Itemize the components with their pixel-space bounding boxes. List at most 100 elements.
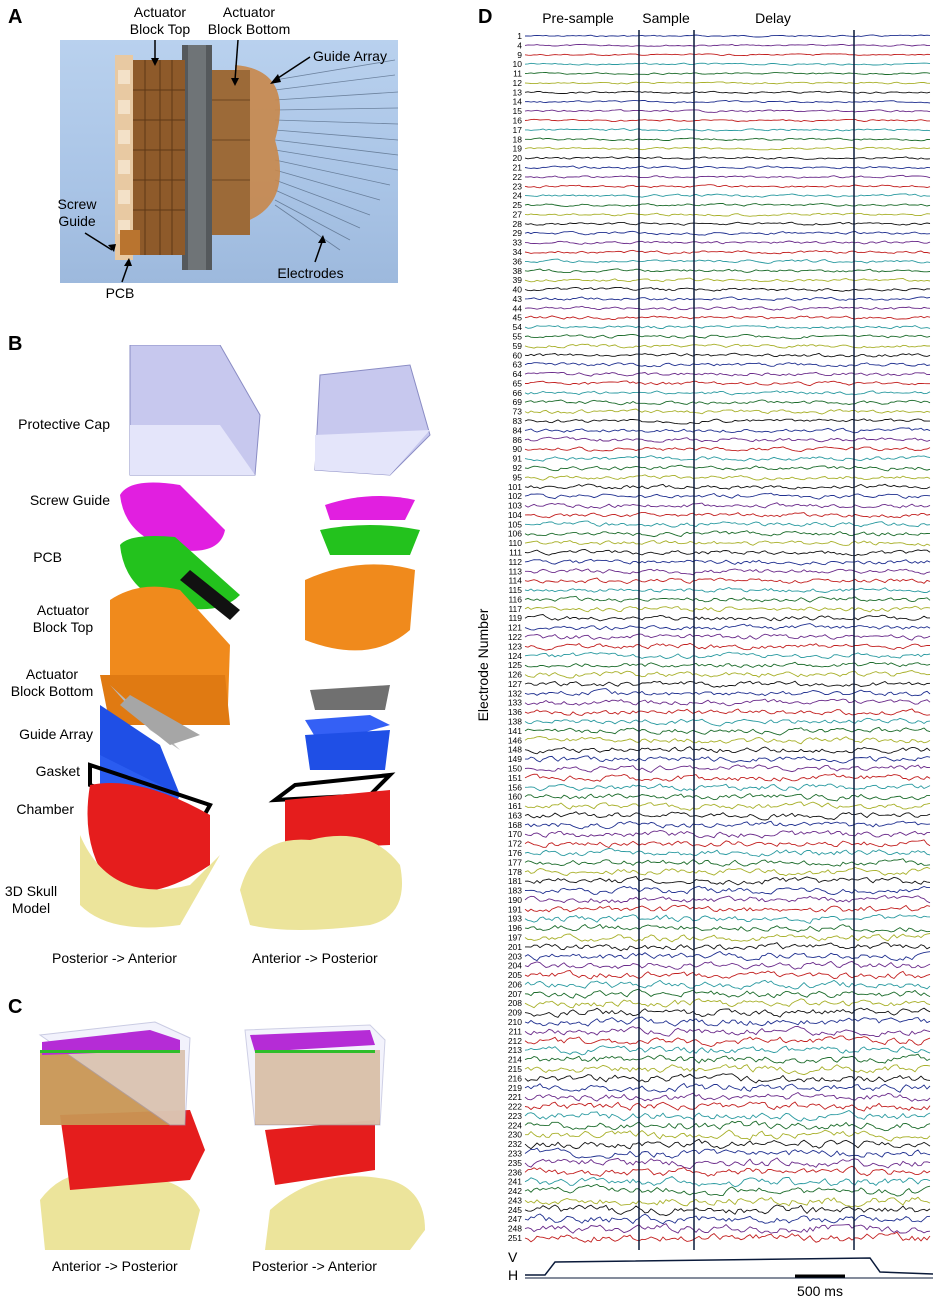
label-protective-cap: Protective Cap	[18, 416, 110, 432]
electrode-label: 224	[508, 1120, 522, 1130]
electrode-label: 183	[508, 886, 522, 896]
electrode-label: 64	[513, 369, 523, 379]
electrode-label: 161	[508, 801, 522, 811]
panel-a-arrows	[84, 39, 326, 283]
electrode-label: 66	[513, 388, 523, 398]
electrode-label: 111	[509, 547, 522, 557]
label-actuator-block-bottom-b: Actuator Block Bottom	[10, 666, 94, 699]
electrode-trace	[524, 81, 931, 85]
electrode-label: 63	[513, 360, 523, 370]
electrode-trace	[524, 1091, 931, 1102]
electrode-trace	[525, 380, 930, 387]
electrode-trace	[524, 651, 931, 659]
electrode-trace	[524, 286, 931, 292]
electrode-trace	[524, 1035, 931, 1047]
caption-c-right: Posterior -> Anterior	[252, 1258, 377, 1274]
electrode-label: 38	[513, 266, 523, 276]
electrode-label: 204	[508, 961, 522, 971]
electrode-label: 190	[508, 895, 522, 905]
electrode-label: 191	[508, 904, 522, 914]
electrode-trace	[524, 979, 931, 990]
electrode-trace	[524, 875, 931, 886]
electrode-label: 69	[513, 397, 523, 407]
electrode-label: 59	[513, 341, 523, 351]
electrode-trace	[524, 371, 931, 377]
electrode-trace	[524, 390, 931, 396]
electrode-label: 39	[513, 275, 523, 285]
electrode-trace	[524, 680, 931, 688]
electrode-trace	[524, 970, 931, 980]
electrode-trace	[524, 614, 930, 622]
electrode-trace	[524, 793, 930, 802]
electrode-trace	[525, 128, 931, 132]
electrode-trace	[524, 830, 930, 839]
electrode-trace	[525, 755, 931, 764]
electrode-label: 160	[508, 792, 522, 802]
electrode-label: 55	[513, 332, 523, 342]
electrode-trace	[524, 43, 931, 47]
panel-a-photo	[60, 40, 398, 283]
electrode-label: 23	[513, 181, 523, 191]
electrode-trace	[524, 118, 930, 123]
electrode-trace	[524, 801, 931, 811]
eye-trace-v	[525, 1257, 933, 1276]
electrode-trace	[524, 820, 931, 830]
panel-b-exploded-views	[80, 345, 431, 930]
electrode-label: 247	[508, 1214, 522, 1224]
electrode-label: 91	[513, 454, 523, 464]
electrode-trace	[524, 1184, 931, 1197]
electrode-trace	[524, 1101, 931, 1112]
electrode-label: 44	[513, 303, 523, 313]
electrode-label: 206	[508, 979, 522, 989]
electrode-label: 178	[508, 867, 522, 877]
electrode-label: 27	[513, 209, 523, 219]
electrode-label: 209	[508, 1008, 522, 1018]
electrode-trace	[524, 736, 931, 745]
electrode-trace	[524, 530, 931, 538]
electrode-trace	[524, 858, 931, 867]
electrode-label: 15	[513, 106, 523, 116]
electrode-label: 181	[508, 876, 522, 886]
electrode-trace	[524, 914, 931, 924]
electrode-trace	[524, 399, 931, 406]
electrode-label: 13	[513, 87, 523, 97]
electrode-trace	[524, 436, 931, 443]
label-guide-array-b: Guide Array	[19, 726, 93, 742]
epoch-label-sample: Sample	[642, 10, 690, 26]
electrode-label: 223	[508, 1111, 522, 1121]
electrode-trace	[524, 174, 931, 179]
electrode-trace	[524, 866, 931, 877]
electrode-label: 248	[508, 1224, 522, 1234]
electrode-trace	[524, 1157, 931, 1170]
electrode-label: 251	[508, 1233, 522, 1243]
electrode-trace	[524, 960, 931, 970]
electrode-trace	[524, 464, 931, 472]
electrode-label: 14	[513, 97, 523, 107]
electrode-trace	[525, 568, 931, 576]
electrode-trace	[524, 146, 931, 151]
electrode-trace	[524, 408, 931, 415]
electrode-label: 219	[508, 1083, 522, 1093]
electrode-label: 172	[508, 839, 522, 849]
electrode-trace	[524, 1007, 931, 1018]
electrode-label: 236	[508, 1167, 522, 1177]
electrode-label: 45	[513, 313, 523, 323]
electrode-trace	[524, 1109, 931, 1122]
electrode-trace	[524, 587, 931, 593]
electrode-label: 113	[508, 566, 522, 576]
panel-c-letter: C	[8, 996, 23, 1018]
electrode-trace	[525, 942, 931, 952]
electrode-label: 245	[508, 1205, 522, 1215]
electrode-label: 136	[508, 707, 522, 717]
electrode-trace	[524, 1045, 931, 1056]
electrode-number-labels: 1491011121314151617181920212223242527282…	[508, 31, 522, 1243]
electrode-label: 138	[508, 717, 522, 727]
electrode-trace	[524, 1082, 931, 1093]
electrode-label: 110	[508, 538, 522, 548]
electrode-label: 150	[508, 763, 522, 773]
eye-label-h: H	[508, 1267, 518, 1283]
panel-d-raster: 1491011121314151617181920212223242527282…	[475, 10, 933, 1299]
electrode-trace	[524, 446, 931, 452]
electrode-label: 156	[508, 782, 522, 792]
electrode-trace	[524, 726, 931, 736]
